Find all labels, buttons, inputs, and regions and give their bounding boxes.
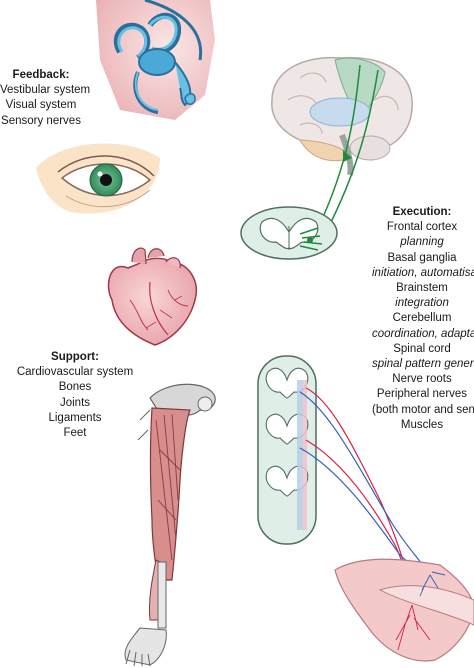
feedback-item: Visual system [5, 99, 77, 112]
execution-item: Cerebellum [392, 312, 452, 325]
execution-item: Brainstem [396, 282, 448, 295]
support-heading: Support: [51, 351, 99, 363]
spinal-cord-cross-section [240, 206, 338, 260]
execution-item: Nerve roots [392, 373, 452, 386]
execution-item: spinal pattern generators [372, 358, 474, 371]
feedback-item: Sensory nerves [1, 114, 81, 127]
execution-item: planning [400, 236, 444, 249]
feedback-heading: Feedback: [12, 69, 70, 81]
brain-illustration [271, 56, 413, 176]
leg-musculoskeletal-illustration [124, 383, 216, 667]
execution-item: initiation, automatisation [372, 266, 474, 279]
execution-item: Frontal cortex [386, 221, 458, 234]
muscle-skin-illustration [334, 558, 474, 662]
execution-item: Muscles [400, 418, 444, 431]
support-item: Bones [58, 381, 92, 394]
corticospinal-tract-lines [317, 64, 379, 233]
feedback-label-block: Feedback: Vestibular system Visual syste… [0, 68, 91, 129]
vestibular-system-illustration [96, 0, 215, 120]
support-item: Ligaments [48, 411, 102, 424]
execution-item: integration [395, 297, 449, 310]
eye-illustration [36, 143, 160, 214]
execution-item: coordination, adaptation [372, 327, 474, 340]
support-item: Feet [63, 427, 87, 440]
execution-item: Basal ganglia [387, 251, 457, 264]
heart-illustration [107, 247, 197, 346]
feedback-item: Vestibular system [0, 84, 91, 97]
execution-label-block: Execution: Frontal cortex planning Basal… [372, 205, 474, 433]
execution-item: Spinal cord [393, 342, 451, 355]
execution-heading: Execution: [392, 206, 452, 218]
spinal-cord-column [257, 355, 317, 545]
support-item: Cardiovascular system [16, 366, 134, 379]
support-item: Joints [59, 396, 91, 409]
execution-item: Peripheral nerves [376, 388, 468, 401]
support-label-block: Support: Cardiovascular system Bones Joi… [10, 350, 140, 441]
execution-item: (both motor and sensory) [372, 403, 474, 416]
